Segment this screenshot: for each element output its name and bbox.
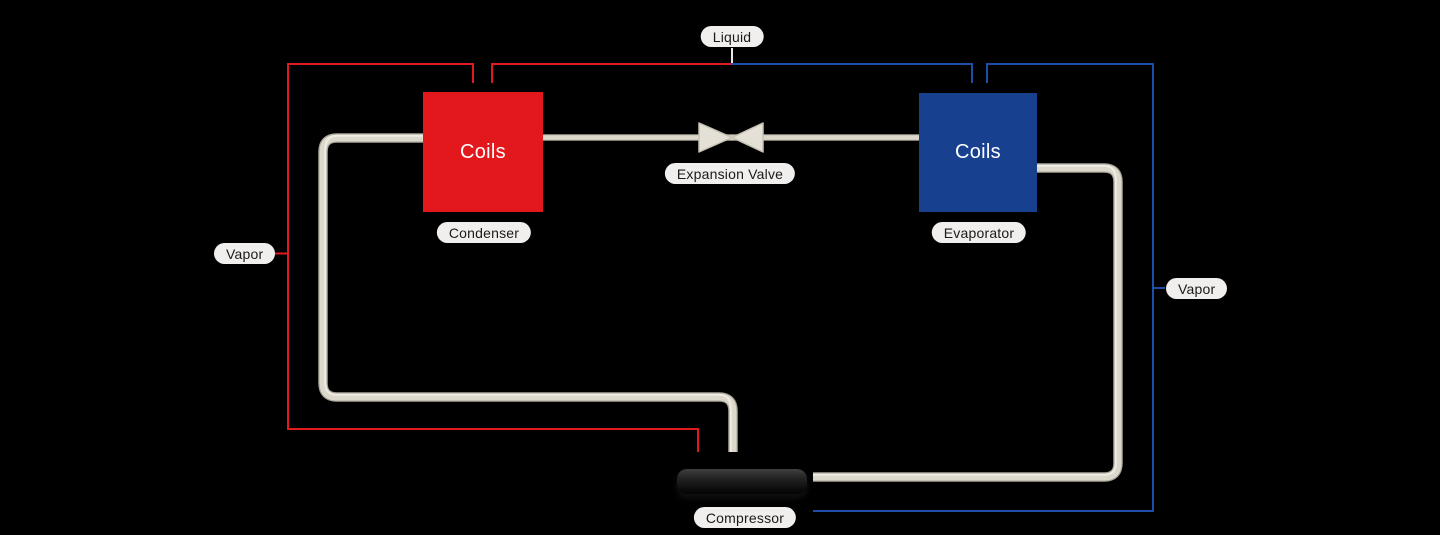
compressor-caption-pill: Compressor	[693, 507, 797, 528]
liquid-label-pill: Liquid	[700, 26, 764, 47]
pipe-condenser-to-compressor-highlight	[324, 134, 732, 452]
condenser-caption-pill: Condenser	[436, 222, 532, 243]
expansion-valve-icon	[698, 122, 764, 153]
pipe-evaporator-to-compressor-highlight	[813, 164, 1117, 476]
condenser-box: Coils	[423, 92, 543, 212]
compressor-body	[677, 469, 807, 494]
valve-right-triangle	[731, 122, 764, 153]
valve-left-triangle	[698, 122, 733, 153]
evaporator-caption-pill: Evaporator	[931, 222, 1027, 243]
liquid-line-red-segment	[491, 63, 732, 83]
vapor-line-right-blue	[813, 63, 1154, 512]
condenser-coils-label: Coils	[460, 140, 506, 163]
evaporator-box: Coils	[919, 93, 1037, 212]
vapor-left-label-pill: Vapor	[214, 243, 276, 264]
pipe-evaporator-to-compressor-outline	[813, 163, 1123, 482]
evaporator-coils-label: Coils	[955, 141, 1001, 163]
vapor-right-label-pill: Vapor	[1166, 278, 1228, 299]
expansion-valve-caption-pill: Expansion Valve	[664, 163, 796, 184]
vapor-line-left-red	[287, 63, 699, 452]
pipe-evaporator-to-compressor	[813, 164, 1122, 481]
liquid-line-blue-segment	[732, 63, 973, 83]
